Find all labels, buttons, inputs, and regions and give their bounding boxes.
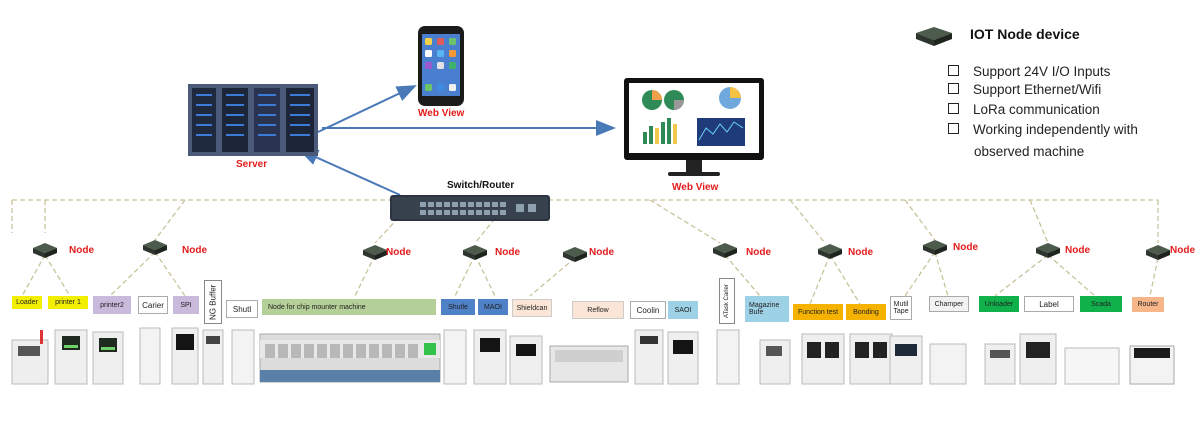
monitor-webview-label: Web View: [672, 182, 719, 193]
station-ng-buffer: NG Buffer: [204, 280, 222, 324]
legend-feature-continued: observed machine: [974, 144, 1085, 159]
checkbox-icon: [948, 102, 959, 114]
node-label: Node: [746, 247, 771, 258]
node-label: Node: [589, 247, 614, 258]
iot-node-icon: [143, 240, 167, 255]
node-label: Node: [1065, 245, 1090, 256]
station-magazine-bufe: Magazine Bufe: [745, 296, 789, 322]
node-devices: [33, 240, 1170, 262]
legend-feature: Support Ethernet/Wifi: [948, 81, 1101, 98]
iot-node-icon: [363, 245, 387, 260]
phone-webview-label: Web View: [418, 108, 465, 119]
station-shutle: Shutle: [441, 299, 475, 315]
node-label: Node: [386, 247, 411, 258]
station-unloader: Unloader: [979, 296, 1019, 312]
legend-feature: LoRa communication: [948, 101, 1100, 118]
station-saoi: SAOI: [668, 301, 698, 319]
station-mutil-tape: Mutil Tape: [890, 296, 912, 320]
node-label: Node: [953, 242, 978, 253]
checkbox-icon: [948, 82, 959, 94]
phone-image: [418, 26, 464, 106]
switch-router-label: Switch/Router: [447, 180, 515, 191]
iot-node-icon: [818, 244, 842, 259]
node-label: Node: [69, 245, 94, 256]
monitor-image: [624, 78, 764, 176]
checkbox-icon: [948, 64, 959, 76]
iot-node-icon: [463, 245, 487, 260]
station-carier: Carier: [138, 296, 168, 314]
checkbox-icon: [948, 122, 959, 134]
legend-feature: Support 24V I/O Inputs: [948, 63, 1110, 80]
station-shutl: Shutl: [226, 300, 258, 318]
server-image: [188, 84, 318, 156]
switch-image: [390, 195, 550, 221]
iot-node-icon: [33, 243, 57, 258]
station-label: Label: [1024, 296, 1074, 312]
server-label: Server: [236, 159, 268, 170]
node-label: Node: [848, 247, 873, 258]
legend-title: IOT Node device: [970, 26, 1080, 42]
iot-node-icon: [563, 247, 587, 262]
node-label: Node: [182, 245, 207, 256]
iot-node-legend-icon: [916, 27, 952, 46]
iot-node-icon: [1146, 245, 1170, 260]
node-label: Node: [1170, 245, 1195, 256]
station-coolin: Coolin: [630, 301, 666, 319]
legend-feature: Working independently with: [948, 121, 1138, 138]
station-champer: Champer: [929, 296, 969, 312]
station-loader: Loader: [12, 296, 42, 309]
station-spi: SPI: [173, 296, 199, 314]
iot-node-icon: [1036, 243, 1060, 258]
arrows: [298, 85, 616, 196]
station-bonding: Bonding: [846, 304, 886, 320]
connector-lines: [11, 199, 1159, 305]
station-chip-mounter: Node for chip mounter machine: [262, 299, 436, 315]
station-atask-carier: ATask Carier: [719, 278, 735, 324]
station-function-test: Function test: [793, 304, 843, 320]
station-maoi: MAOI: [478, 299, 508, 315]
station-router: Router: [1132, 297, 1164, 312]
station-printer-2: printer2: [93, 296, 131, 314]
station-shieldcan: Shieldcan: [512, 299, 552, 317]
station-scada: Scada: [1080, 296, 1122, 312]
iot-node-icon: [713, 243, 737, 258]
station-reflow: Reflow: [572, 301, 624, 319]
iot-node-icon: [923, 240, 947, 255]
station-printer-1: printer 1: [48, 296, 88, 309]
node-label: Node: [495, 247, 520, 258]
machines: [11, 327, 1175, 385]
